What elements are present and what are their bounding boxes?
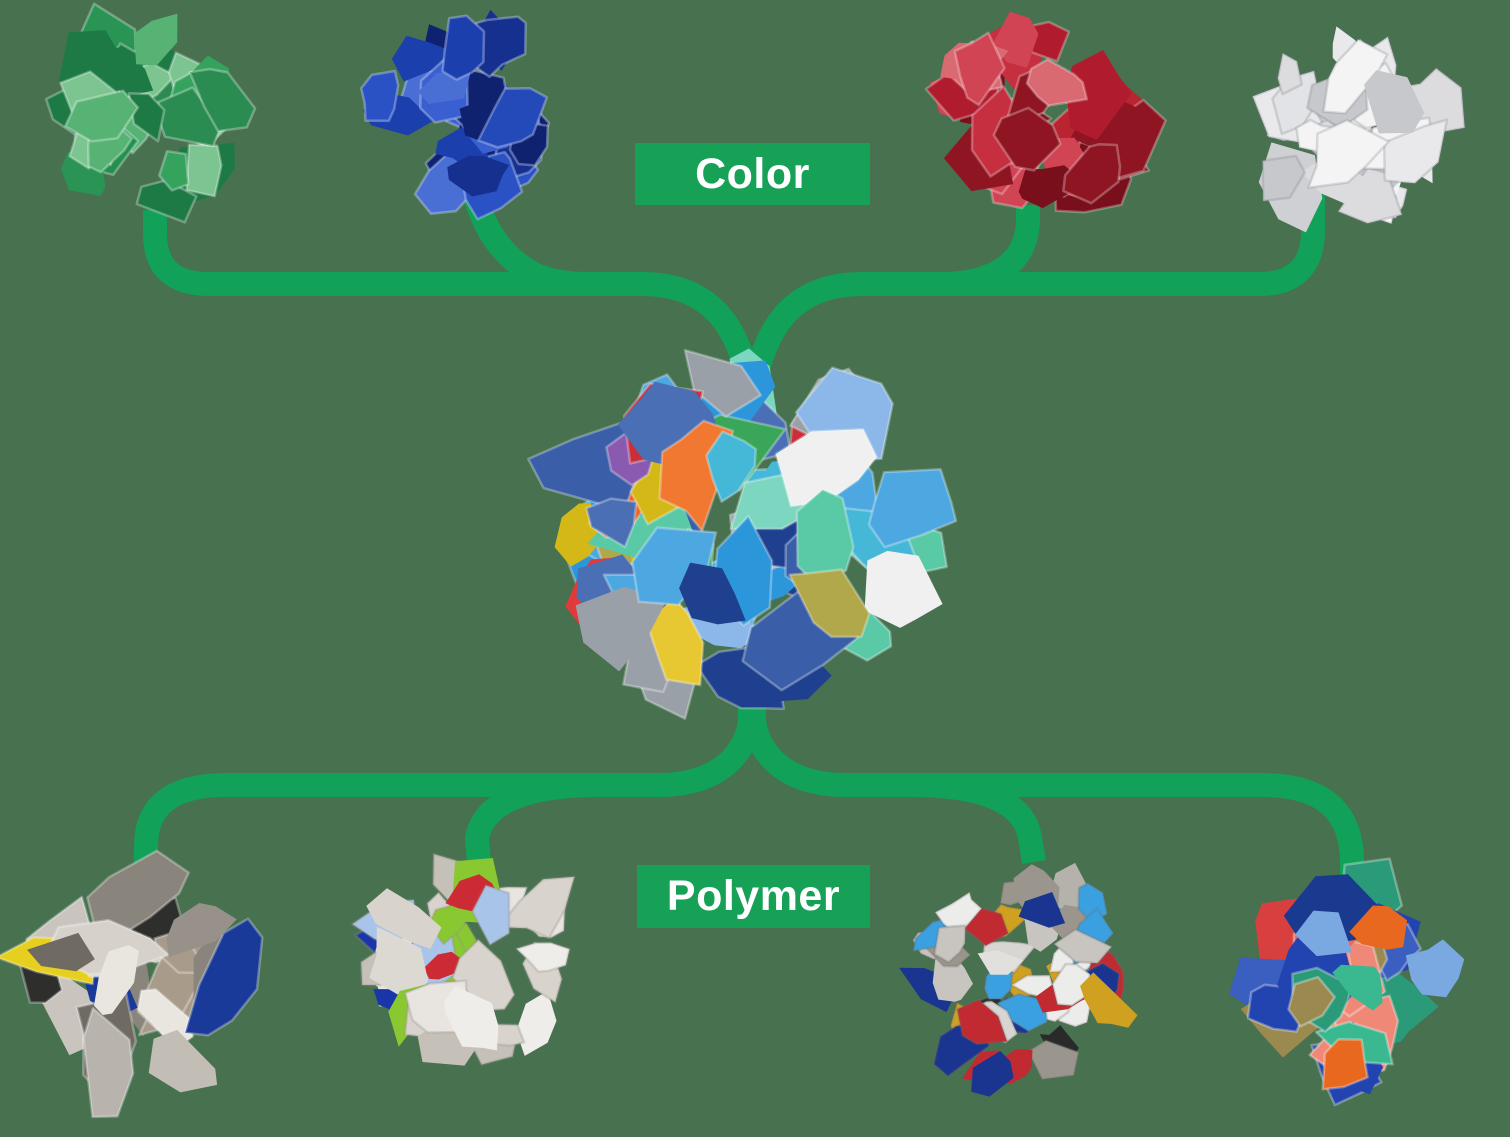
- plastic-shard: [1018, 892, 1066, 928]
- polymer-stage-label-text: Polymer: [666, 872, 841, 920]
- plastic-shard: [134, 13, 178, 66]
- polymer-pile-white-film: [350, 852, 576, 1066]
- polymer-pile-chunky-color: [1229, 857, 1465, 1107]
- polymer-branch-3: [909, 773, 1046, 864]
- plastic-shard: [1261, 154, 1307, 203]
- mixed-flakes-pile: [527, 348, 958, 720]
- plastic-shard: [1027, 1039, 1080, 1081]
- plastic-shard: [795, 488, 855, 584]
- plastic-shard: [515, 941, 571, 974]
- color-branch-red: [941, 205, 1040, 296]
- green-flakes-pile: [44, 2, 257, 224]
- plastic-shard: [1080, 972, 1138, 1028]
- plastic-shard: [1307, 118, 1390, 190]
- plastic-shard: [1332, 964, 1383, 1011]
- plastic-shard: [441, 14, 486, 81]
- plastic-shard: [1405, 939, 1465, 998]
- color-stage-label: Color: [635, 143, 870, 205]
- plastic-shard: [166, 903, 237, 958]
- plastic-shard: [516, 990, 557, 1056]
- red-flakes-pile: [924, 11, 1167, 214]
- plastic-shard: [63, 89, 140, 143]
- plastic-shard: [366, 888, 442, 949]
- plastic-shard: [1349, 905, 1408, 950]
- plastic-shard: [705, 430, 758, 503]
- plastic-shard: [444, 985, 499, 1051]
- plastic-shard: [82, 1006, 135, 1119]
- plastic-shard: [27, 932, 95, 972]
- plastic-shard: [1287, 975, 1336, 1028]
- polymer-stage-label: Polymer: [637, 865, 870, 928]
- polymer-line-right: [742, 693, 1364, 882]
- plastic-shard: [585, 497, 638, 549]
- plastic-shard: [679, 562, 746, 625]
- plastic-shard: [1321, 1038, 1369, 1091]
- plastic-shard: [788, 568, 871, 639]
- plastic-shard: [423, 951, 465, 980]
- plastic-shard: [369, 926, 429, 1003]
- plastic-shard: [933, 891, 983, 933]
- plastic-shard: [1276, 52, 1304, 96]
- plastic-shard: [447, 155, 510, 197]
- color-stage-label-text: Color: [695, 149, 810, 198]
- plastic-shard: [477, 87, 549, 149]
- plastic-shard: [932, 957, 973, 1002]
- plastic-shard: [391, 35, 458, 82]
- plastic-shard: [148, 1029, 218, 1093]
- plastic-shard: [183, 917, 264, 1037]
- plastic-shard: [1062, 143, 1122, 205]
- plastic-shard: [94, 945, 139, 1015]
- plastic-shard: [933, 924, 967, 964]
- plastic-shard: [418, 72, 471, 104]
- polymer-pile-films: [0, 849, 264, 1119]
- plastic-shard: [359, 69, 400, 123]
- plastic-shard: [1364, 70, 1425, 134]
- plastic-shard: [1065, 50, 1132, 140]
- plastic-shard: [977, 950, 1024, 975]
- polymer-branch-2: [465, 773, 601, 863]
- plastic-shard: [774, 428, 878, 508]
- blue-flakes-pile: [359, 9, 551, 221]
- plastic-shard: [471, 884, 511, 947]
- polymer-pile-rigid-mixed: [899, 862, 1138, 1097]
- plastic-shard: [1295, 910, 1352, 957]
- plastic-shard: [683, 348, 763, 418]
- white-flakes-pile: [1251, 26, 1466, 233]
- plastic-shard: [867, 467, 958, 549]
- plastic-shard: [127, 92, 166, 143]
- plastic-shard: [1322, 38, 1389, 115]
- plastic-shard: [992, 106, 1062, 172]
- color-branch-blue: [464, 195, 589, 296]
- plastic-shard: [93, 46, 154, 97]
- plastic-shard: [575, 586, 667, 672]
- plastic-shard: [188, 67, 257, 133]
- plastic-shard: [157, 149, 190, 192]
- plastic-shard: [1052, 928, 1113, 965]
- plastic-shard: [953, 31, 1006, 107]
- plastic-shard: [864, 550, 943, 628]
- plastic-shard: [955, 998, 1009, 1046]
- plastic-shard: [971, 1051, 1014, 1097]
- plastic-shard: [1025, 58, 1089, 107]
- polymer-line-left: [134, 693, 762, 874]
- plastic-shard: [185, 143, 223, 198]
- plastic-shard: [497, 875, 576, 940]
